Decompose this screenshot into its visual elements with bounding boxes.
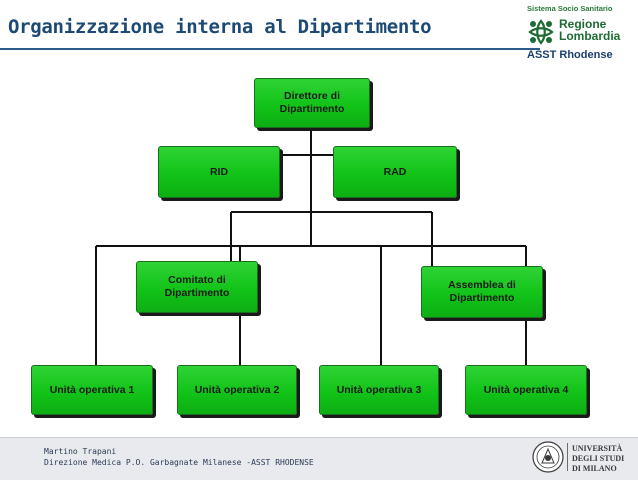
university-seal-icon (532, 441, 564, 473)
node-unita-operativa-1[interactable]: Unità operativa 1 (31, 365, 153, 415)
footer-author-block: Martino Trapani Direzione Medica P.O. Ga… (44, 446, 314, 468)
node-unita-operativa-3[interactable]: Unità operativa 3 (319, 365, 439, 415)
node-uo3-label: Unità operativa 3 (336, 383, 422, 396)
logo-region: Regione Lombardia (559, 18, 620, 42)
node-comitato-dipartimento[interactable]: Comitato di Dipartimento (136, 261, 258, 313)
node-direttore-line2: Dipartimento (279, 103, 345, 115)
title-divider (0, 48, 540, 50)
footer-affiliation: Direzione Medica P.O. Garbagnate Milanes… (44, 458, 314, 467)
node-direttore-line1: Direttore di (283, 90, 340, 102)
rosa-camuna-icon (527, 18, 555, 46)
university-divider (567, 443, 568, 471)
node-uo4-label: Unità operativa 4 (483, 383, 569, 396)
node-comitato-line1: Comitato di (168, 274, 226, 286)
university-line3: DI MILANO (572, 464, 617, 473)
node-rad[interactable]: RAD (333, 146, 457, 198)
node-unita-operativa-4[interactable]: Unità operativa 4 (465, 365, 587, 415)
logo-asst: ASST Rhodense (527, 49, 613, 61)
node-assemblea-line2: Dipartimento (449, 292, 515, 304)
logo-tagline: Sistema Socio Sanitario (527, 4, 613, 13)
node-direttore-dipartimento[interactable]: Direttore di Dipartimento (254, 78, 370, 128)
logo-region-line2: Lombardia (559, 29, 621, 43)
node-uo1-label: Unità operativa 1 (49, 383, 135, 396)
footer-bar: Martino Trapani Direzione Medica P.O. Ga… (0, 437, 638, 480)
node-unita-operativa-2[interactable]: Unità operativa 2 (177, 365, 297, 415)
page-title: Organizzazione interna al Dipartimento (8, 16, 432, 38)
footer-author: Martino Trapani (44, 447, 117, 456)
university-name: UNIVERSITÀ DEGLI STUDI DI MILANO (572, 444, 624, 474)
node-comitato-line2: Dipartimento (164, 287, 230, 299)
node-assemblea-dipartimento[interactable]: Assemblea di Dipartimento (421, 266, 543, 318)
regione-lombardia-logo: Sistema Socio Sanitario Regione Lombardi… (527, 4, 635, 64)
node-assemblea-line1: Assemblea di (448, 279, 516, 291)
logo-region-line1: Regione (559, 17, 607, 31)
node-rid[interactable]: RID (158, 146, 280, 198)
node-rid-label: RID (209, 165, 229, 178)
node-rad-label: RAD (383, 165, 407, 178)
university-line1: UNIVERSITÀ (572, 444, 623, 453)
node-uo2-label: Unità operativa 2 (194, 383, 280, 396)
university-line2: DEGLI STUDI (572, 454, 625, 463)
